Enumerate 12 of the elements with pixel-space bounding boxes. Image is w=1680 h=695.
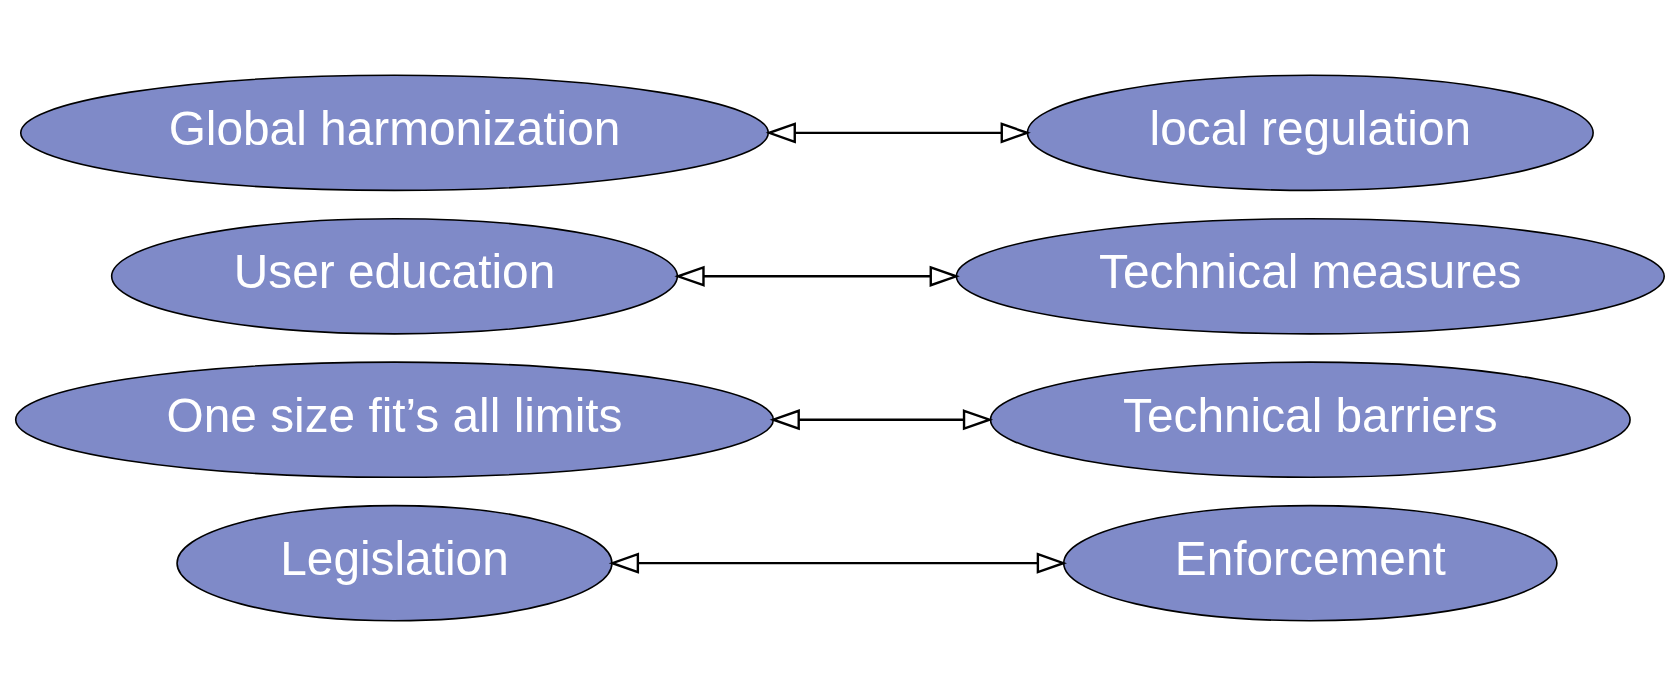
arrow	[608, 552, 1067, 574]
node-ellipse: Technical barriers	[989, 360, 1631, 478]
arrow	[769, 408, 994, 430]
node-ellipse: local regulation	[1026, 74, 1594, 191]
node-ellipse: One size fit’s all limits	[14, 360, 775, 478]
arrow	[674, 265, 960, 287]
node-ellipse: Enforcement	[1062, 504, 1558, 621]
node-ellipse: Global harmonization	[19, 74, 770, 191]
node-ellipse: Technical measures	[955, 217, 1665, 335]
arrow	[765, 121, 1031, 143]
node-ellipse: User education	[110, 217, 679, 335]
node-ellipse: Legislation	[176, 504, 613, 621]
